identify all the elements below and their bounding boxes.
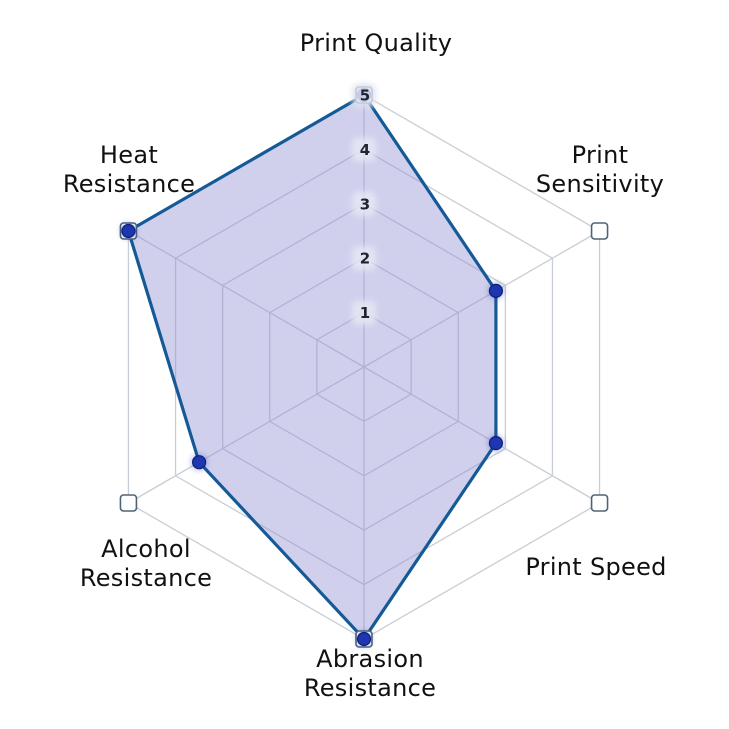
data-point-5 — [121, 223, 136, 239]
axis-label-5-line-1: Resistance — [63, 170, 195, 198]
radar-series — [119, 86, 609, 648]
axis-label-4-line-0: Alcohol — [101, 535, 191, 563]
data-point-2 — [488, 436, 504, 451]
tick-label-4: 4 — [360, 141, 370, 159]
tick-bg-1 — [352, 300, 376, 325]
tick-label-5: 5 — [360, 87, 370, 105]
axis-label-1-line-1: Sensitivity — [536, 170, 664, 198]
data-point-4 — [192, 455, 207, 470]
axis-label-1-line-0: Print — [572, 141, 629, 169]
axis-label-3-line-1: Resistance — [304, 674, 436, 702]
tick-bg-2 — [352, 246, 376, 271]
tick-bg-4 — [352, 137, 376, 162]
data-point-1 — [488, 283, 504, 298]
axis-end-marker-2 — [590, 494, 609, 512]
tick-bg-3 — [352, 191, 376, 216]
axis-label-4-line-1: Resistance — [80, 564, 212, 592]
axis-label-0-line-0: Print Quality — [300, 29, 453, 57]
tick-label-2: 2 — [360, 250, 370, 268]
axis-label-2-line-0: Print Speed — [525, 553, 666, 581]
grid-spoke-4 — [128, 366, 365, 504]
data-point-3 — [356, 631, 372, 647]
radial-ticks: 1 2 3 4 5 — [352, 83, 376, 325]
axis-end-marker-4 — [119, 494, 138, 512]
axis-end-marker-1 — [590, 222, 609, 240]
grid-spoke-5 — [128, 230, 365, 368]
tick-label-1: 1 — [360, 304, 370, 322]
tick-label-3: 3 — [360, 195, 370, 213]
grid-spoke-1 — [363, 230, 600, 368]
tick-bg-5 — [352, 83, 376, 107]
grid-spoke-2 — [363, 366, 600, 504]
axis-label-5-line-0: Heat — [100, 141, 158, 169]
axis-label-3-line-0: Abrasion — [316, 645, 424, 673]
